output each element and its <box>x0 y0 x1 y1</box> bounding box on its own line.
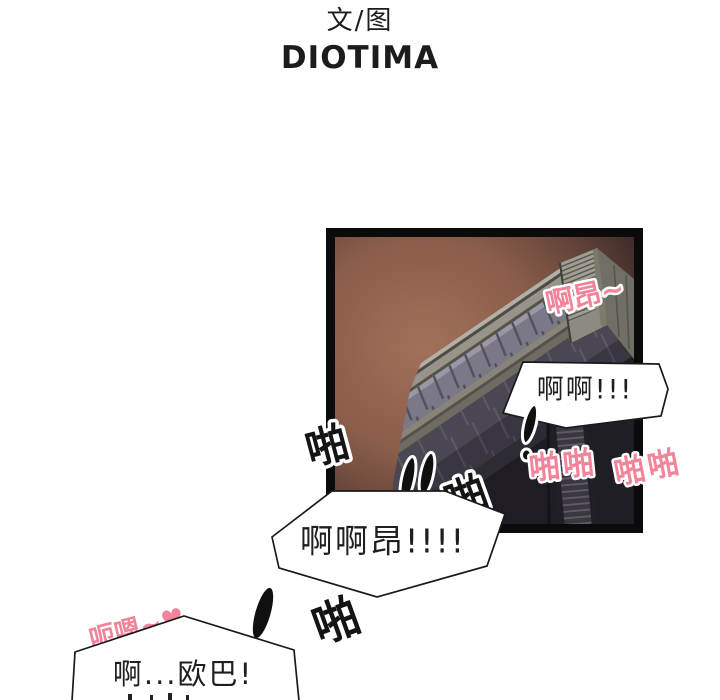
comic-panel <box>326 228 643 533</box>
sfx-moan-bottom: 呃嗯~♥ <box>86 603 187 656</box>
credit-line: 文/图 <box>326 6 394 36</box>
building-illustration <box>335 237 634 524</box>
title-block: 文/图 DIOTIMA <box>0 4 720 78</box>
building-ladder <box>552 424 596 524</box>
exclamation-mark-bottom <box>252 587 274 659</box>
cutoff-text-strokes <box>128 693 189 700</box>
author-name: DIOTIMA <box>280 40 440 76</box>
sfx-slap-bottom: 啪 <box>305 588 367 654</box>
speech-bubble-bottom-text: 啊...欧巴! <box>113 657 253 691</box>
speech-bubble-bottom: 啊...欧巴! <box>71 615 300 700</box>
building-tower <box>559 248 634 359</box>
